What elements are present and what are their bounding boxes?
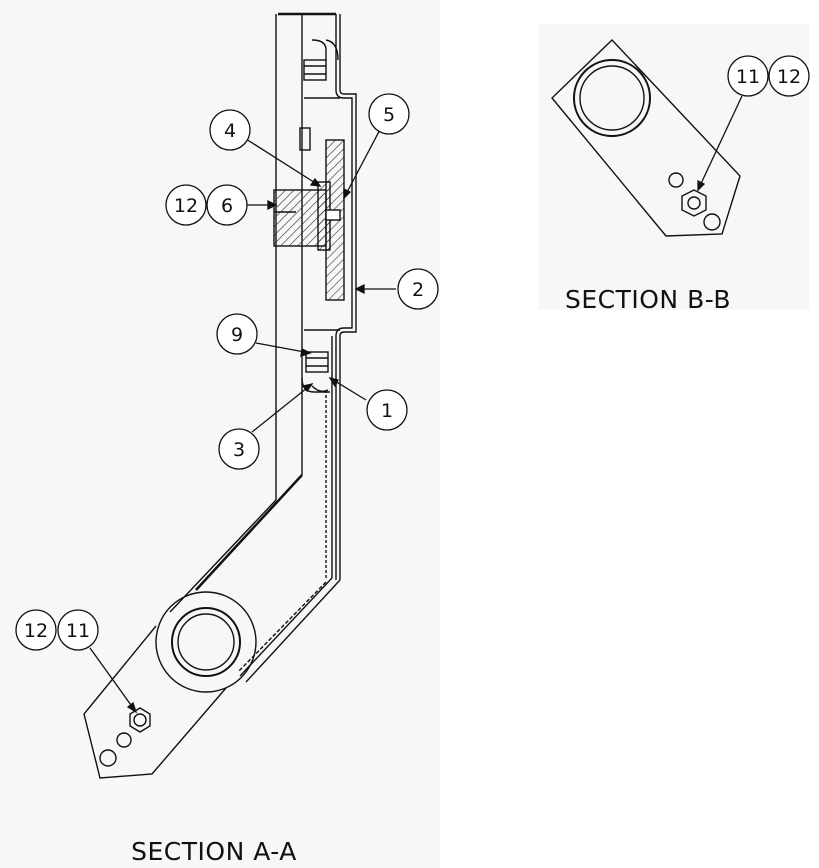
leader-11-b (697, 95, 743, 191)
callout-1: 1 (366, 389, 408, 431)
arm-edge-inner (239, 577, 333, 677)
arrowhead-1 (328, 376, 339, 388)
arm-edge-upper (169, 499, 277, 613)
leader-11-lower (89, 647, 137, 713)
bore-outer (171, 607, 241, 677)
section-a-a-title: SECTION A-A (131, 837, 297, 866)
arrowhead-4 (309, 177, 322, 187)
callout-2: 2 (397, 268, 439, 310)
plate-hex-nut (681, 189, 707, 217)
tab-hole-1 (99, 749, 117, 767)
callout-12-lower-label: 12 (24, 620, 48, 642)
arrowhead-5 (343, 187, 352, 200)
plate-nut-bore (687, 196, 701, 210)
callout-11-b: 11 (727, 55, 769, 97)
arrowhead-9 (300, 348, 312, 357)
section-b-b-drawing (551, 39, 741, 237)
lower-bolt (301, 351, 330, 393)
callout-2-label: 2 (412, 279, 424, 301)
plate-outline (551, 39, 741, 237)
hex-nut-bore (133, 713, 147, 727)
callout-4: 4 (209, 109, 251, 151)
plate-hole-1 (668, 172, 684, 188)
section-a-a-drawing (83, 12, 357, 779)
callout-3-label: 3 (233, 439, 245, 461)
plate-bore-outer (573, 59, 651, 137)
hex-nut (129, 707, 151, 733)
leader-4 (245, 138, 321, 187)
tab-hole-2 (116, 732, 132, 748)
callout-1-label: 1 (381, 400, 393, 422)
callout-12-lower: 12 (15, 609, 57, 651)
callout-11-b-label: 11 (736, 66, 760, 88)
plate-hole-2 (703, 213, 721, 231)
arrowhead-11-b (697, 179, 706, 192)
section-b-b-title: SECTION B-B (565, 285, 731, 314)
callout-12-b-label: 12 (777, 66, 801, 88)
bore-inner (177, 613, 235, 671)
callout-11-lower-label: 11 (66, 620, 90, 642)
callout-5: 5 (368, 93, 410, 135)
arrowhead-6 (267, 199, 278, 211)
arm-edge-lower (245, 579, 341, 683)
arm-boss (155, 591, 257, 693)
leader-lines (89, 95, 743, 714)
callout-6-label: 6 (221, 195, 233, 217)
callout-9-label: 9 (231, 324, 243, 346)
leader-9 (255, 342, 311, 354)
tab-outline (83, 625, 227, 779)
plate-bore-inner (579, 65, 645, 131)
sheet-joggle-inner (339, 89, 357, 337)
callout-12-b: 12 (768, 55, 810, 97)
callout-12-upper-label: 12 (174, 195, 198, 217)
slot (299, 127, 311, 151)
callout-9: 9 (216, 313, 258, 355)
arrowhead-3 (301, 382, 314, 393)
fastener-part-5 (325, 209, 341, 221)
sheet-joggle (335, 89, 353, 337)
leader-3 (251, 383, 313, 433)
callout-12-upper: 12 (165, 184, 207, 226)
callout-11-lower: 11 (57, 609, 99, 651)
arm-hidden-line (237, 581, 327, 673)
callouts-a: 4 5 12 6 2 9 1 3 (15, 93, 439, 651)
callout-5-label: 5 (383, 104, 395, 126)
arrowhead-11-lower (126, 701, 138, 714)
leader-5 (343, 121, 385, 199)
callouts-b: 11 12 (727, 55, 810, 97)
upper-bolt (303, 39, 339, 81)
arm-edge-thick (195, 474, 303, 591)
callout-3: 3 (218, 428, 260, 470)
callout-4-label: 4 (224, 120, 236, 142)
arrowhead-2 (354, 283, 365, 295)
callout-6: 6 (206, 184, 248, 226)
